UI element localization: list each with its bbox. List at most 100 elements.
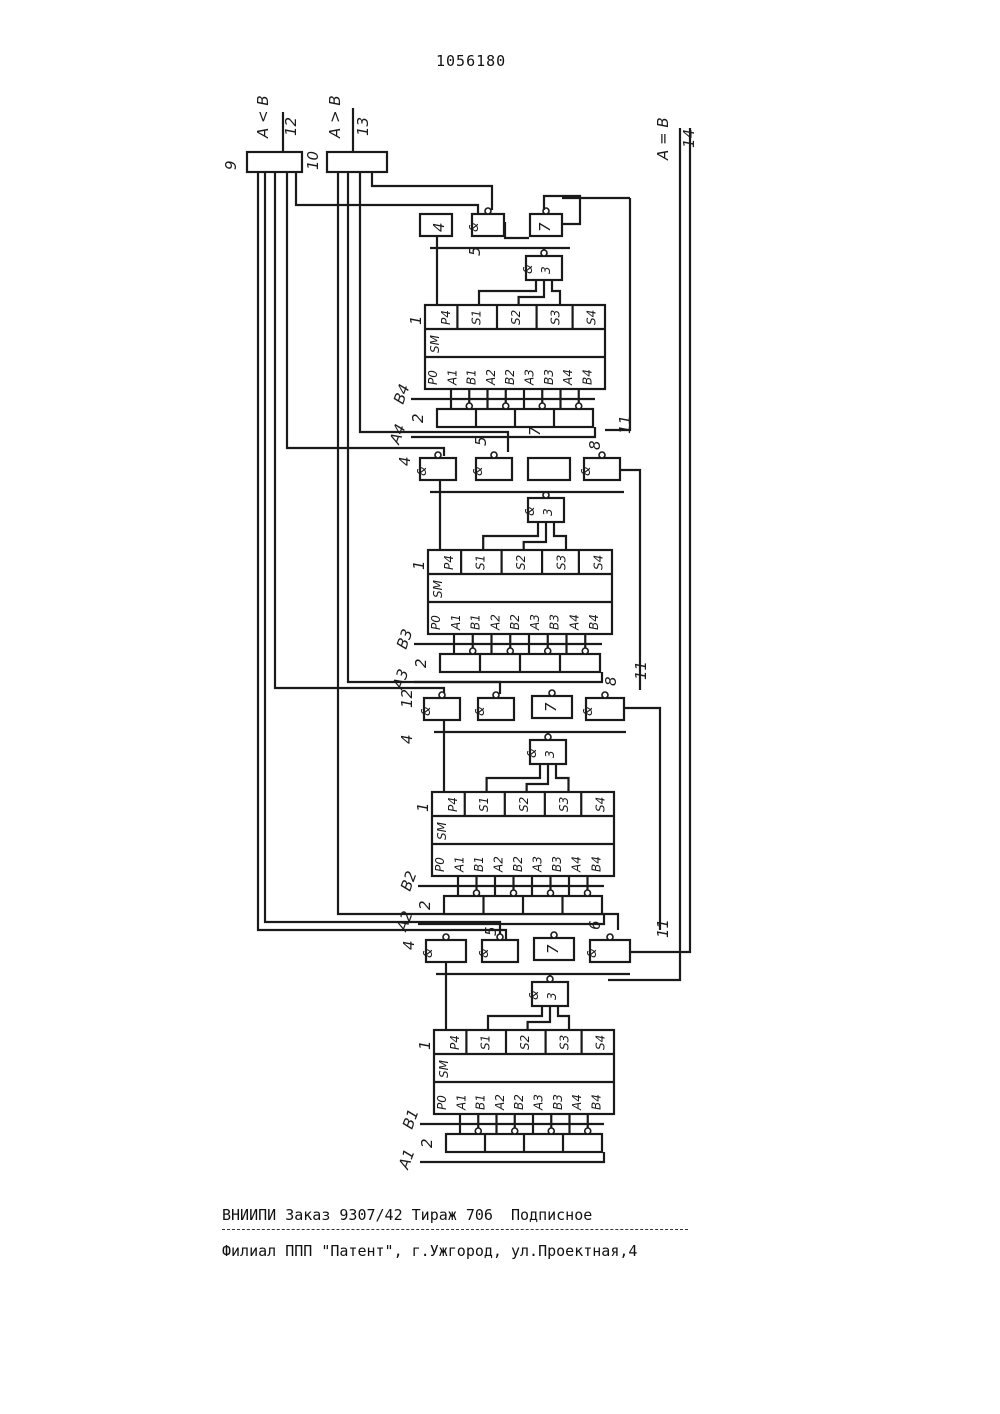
gate-3-inverter <box>545 734 551 740</box>
adder-pin-b4: B4 <box>589 1094 603 1110</box>
adder-pin-b4: B4 <box>589 856 603 872</box>
gate-inverter <box>491 452 497 458</box>
adder-pin-s1: S1 <box>477 797 491 812</box>
gate-number-label: 4 <box>398 734 416 744</box>
adder-pin-a4: A4 <box>570 1094 584 1111</box>
adder-pin-p0: P0 <box>433 857 447 872</box>
adder-pin-b1: B1 <box>474 1094 488 1110</box>
adder-pin-a3: A3 <box>532 1094 546 1111</box>
gate-number-label: 7 <box>526 426 544 436</box>
adder-pin-p0: P0 <box>426 370 440 385</box>
adder-1-label: 1 <box>416 1040 434 1050</box>
gate-number-label: 11 <box>616 415 634 434</box>
sum-bus <box>479 280 536 305</box>
adder-pin-s4: S4 <box>594 1035 608 1050</box>
footer-print-info: ВНИИПИ Заказ 9307/42 Тираж 706 Подписное <box>222 1206 592 1224</box>
adder-pin-b1: B1 <box>465 369 479 385</box>
and-symbol: & <box>421 949 435 958</box>
and-symbol: & <box>471 467 485 476</box>
adder-pin-a1: A1 <box>453 856 467 873</box>
operand-inverter <box>576 403 582 409</box>
adder-pin-a2: A2 <box>493 1094 507 1111</box>
adder-pin-p4: P4 <box>446 797 460 812</box>
gate-number-label: 5 <box>472 436 490 446</box>
operand-inverter <box>512 1128 518 1134</box>
equality-output-line <box>608 128 680 980</box>
gate-number-label: 7 <box>542 702 560 712</box>
register-2-label: 2 <box>416 900 434 910</box>
and-symbol: & <box>521 265 535 274</box>
gate-inverter <box>485 208 491 214</box>
bus-lt-stage4 <box>296 172 478 214</box>
gate-inverter <box>549 690 555 696</box>
gate-number-label: 5 <box>466 246 484 256</box>
a-input-line <box>420 1152 604 1162</box>
operand-inverter <box>466 403 472 409</box>
gate-number-label: 4 <box>400 940 418 950</box>
adder-pin-a1: A1 <box>454 1094 468 1111</box>
adder-pin-p4: P4 <box>448 1035 462 1050</box>
adder-pin-s1: S1 <box>474 555 488 570</box>
adder-pin-s4: S4 <box>593 797 607 812</box>
gate-3-label: 3 <box>543 750 557 758</box>
gate-number-label: 6 <box>586 920 604 930</box>
gate-number-label: 11 <box>654 919 672 938</box>
adder-sm-label: SM <box>431 579 445 598</box>
adder-1-label: 1 <box>414 802 432 812</box>
adder-pin-s4: S4 <box>585 310 599 325</box>
output-a-eq-b-label: A = B <box>654 117 672 161</box>
adder-sm-label: SM <box>435 821 449 840</box>
sum-bus <box>528 1006 550 1030</box>
and-symbol: & <box>419 707 433 716</box>
and-symbol: & <box>415 467 429 476</box>
operand-inverter <box>507 648 513 654</box>
gate-number-label: 8 <box>602 676 620 686</box>
and-symbol: & <box>581 707 595 716</box>
gate-3-label: 3 <box>541 508 555 516</box>
adder-pin-b4: B4 <box>587 614 601 630</box>
stage2-right-bus <box>624 708 660 930</box>
gate-inverter <box>435 452 441 458</box>
and-symbol: & <box>585 949 599 958</box>
output-block-10 <box>327 152 387 172</box>
b-input-label: B1 <box>399 1107 423 1132</box>
adder-pin-b3: B3 <box>542 369 556 385</box>
sum-bus <box>554 522 566 550</box>
footer-divider <box>222 1229 688 1230</box>
block-10-label: 10 <box>304 151 322 170</box>
output-a-gt-b-label: A > B <box>326 95 344 139</box>
gate-number-label: 7 <box>544 944 562 954</box>
pin-12-label: 12 <box>282 117 300 136</box>
adder-pin-s3: S3 <box>557 797 571 812</box>
sum-bus <box>483 522 538 550</box>
sum-bus <box>552 280 560 305</box>
footer-publisher-address: Филиал ППП "Патент", г.Ужгород, ул.Проек… <box>222 1242 637 1260</box>
operand-inverter <box>511 890 517 896</box>
adder-pin-a1: A1 <box>445 369 459 386</box>
gate-3-label: 3 <box>545 992 559 1000</box>
gate-inverter <box>551 932 557 938</box>
adder-pin-b2: B2 <box>503 369 517 385</box>
adder-pin-p4: P4 <box>442 555 456 570</box>
adder-pin-b4: B4 <box>580 369 594 385</box>
stage4-right-bus <box>605 198 630 430</box>
operand-inverter <box>475 1128 481 1134</box>
gate-inverter <box>439 692 445 698</box>
and-symbol: & <box>527 991 541 1000</box>
adder-pin-s1: S1 <box>478 1035 492 1050</box>
a-input-line <box>414 672 602 682</box>
and-symbol: & <box>525 749 539 758</box>
operand-inverter <box>548 1128 554 1134</box>
adder-sm-label: SM <box>428 334 442 353</box>
gate-number-label: 11 <box>632 661 650 680</box>
stage4-link <box>505 222 529 238</box>
adder-pin-b3: B3 <box>551 1094 565 1110</box>
adder-pin-p4: P4 <box>439 310 453 325</box>
gate-number-label: 4 <box>396 456 414 466</box>
gate-3-label: 3 <box>539 266 553 274</box>
operand-inverter <box>470 648 476 654</box>
adder-pin-a2: A2 <box>492 856 506 873</box>
and-symbol: & <box>473 707 487 716</box>
adder-1-label: 1 <box>407 315 425 325</box>
